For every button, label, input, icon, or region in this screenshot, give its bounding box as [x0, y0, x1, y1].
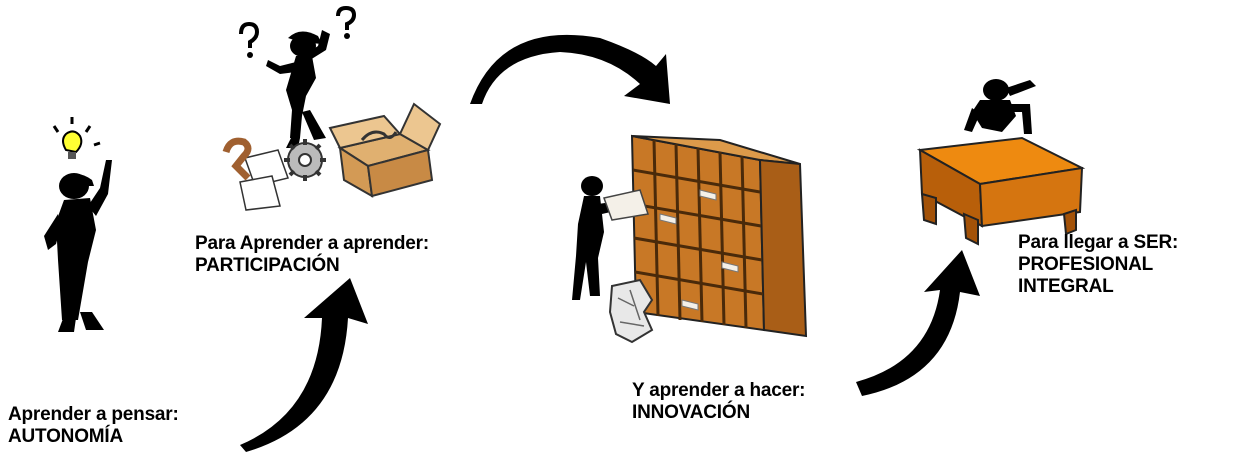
- caption-keyword: PARTICIPACIÓN: [195, 255, 340, 276]
- papers-icon: [222, 137, 289, 211]
- arrow-innovation-to-professional-icon: [856, 250, 980, 396]
- stage-caption-professional: Para llegar a SER: PROFESIONAL INTEGRAL: [1018, 232, 1178, 298]
- gear-icon: [284, 139, 326, 181]
- light-bulb-icon: [52, 117, 101, 159]
- caption-line: Y aprender a hacer:: [632, 380, 806, 401]
- crumpled-paper-icon: [608, 278, 654, 344]
- caption-keyword: INNOVACIÓN: [632, 402, 750, 423]
- stage-caption-innovation: Y aprender a hacer: INNOVACIÓN: [632, 380, 805, 424]
- participation-illustration: [222, 5, 442, 211]
- desk-icon: [916, 136, 1086, 246]
- question-mark-icon: [239, 5, 357, 58]
- stage-caption-participation: Para Aprender a aprender: PARTICIPACIÓN: [195, 233, 429, 277]
- innovation-illustration: [572, 134, 808, 344]
- caption-keyword: PROFESIONAL: [1018, 254, 1154, 275]
- arrow-participation-to-innovation-icon: [470, 34, 670, 104]
- caption-keyword: AUTONOMÍA: [8, 426, 124, 447]
- caption-line: Aprender a pensar:: [8, 404, 179, 425]
- arrow-autonomy-to-participation-icon: [240, 278, 368, 452]
- stage-caption-autonomy: Aprender a pensar: AUTONOMÍA: [8, 404, 179, 448]
- shelf-unit-icon: [630, 134, 808, 338]
- professional-illustration: [916, 79, 1086, 246]
- thinking-figure-illustration: [44, 117, 112, 332]
- cardboard-box-icon: [328, 102, 442, 198]
- caption-line: Para llegar a SER:: [1018, 232, 1179, 253]
- caption-keyword-2: INTEGRAL: [1018, 276, 1114, 297]
- caption-line: Para Aprender a aprender:: [195, 233, 429, 254]
